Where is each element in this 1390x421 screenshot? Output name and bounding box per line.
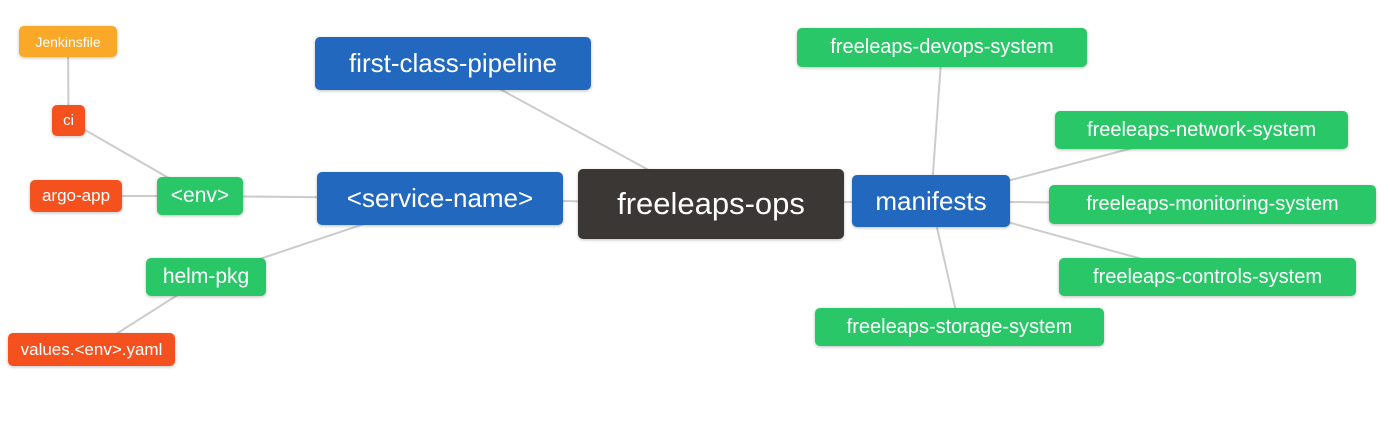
node-freeleaps-devops-system[interactable]: freeleaps-devops-system [797, 28, 1087, 67]
node-freeleaps-monitoring-system[interactable]: freeleaps-monitoring-system [1049, 185, 1376, 224]
node-values-env-yaml[interactable]: values.<env>.yaml [8, 333, 175, 366]
node-argo-app[interactable]: argo-app [30, 180, 122, 212]
node-service-name[interactable]: <service-name> [317, 172, 563, 225]
node-freeleaps-controls-system[interactable]: freeleaps-controls-system [1059, 258, 1356, 296]
node-jenkinsfile[interactable]: Jenkinsfile [19, 26, 117, 57]
node-freeleaps-network-system[interactable]: freeleaps-network-system [1055, 111, 1348, 149]
node-ci[interactable]: ci [52, 105, 85, 136]
node-manifests[interactable]: manifests [852, 175, 1010, 227]
node-freeleaps-ops[interactable]: freeleaps-ops [578, 169, 844, 239]
node-env[interactable]: <env> [157, 177, 243, 215]
node-freeleaps-storage-system[interactable]: freeleaps-storage-system [815, 308, 1104, 346]
node-first-class-pipeline[interactable]: first-class-pipeline [315, 37, 591, 90]
node-helm-pkg[interactable]: helm-pkg [146, 258, 266, 296]
